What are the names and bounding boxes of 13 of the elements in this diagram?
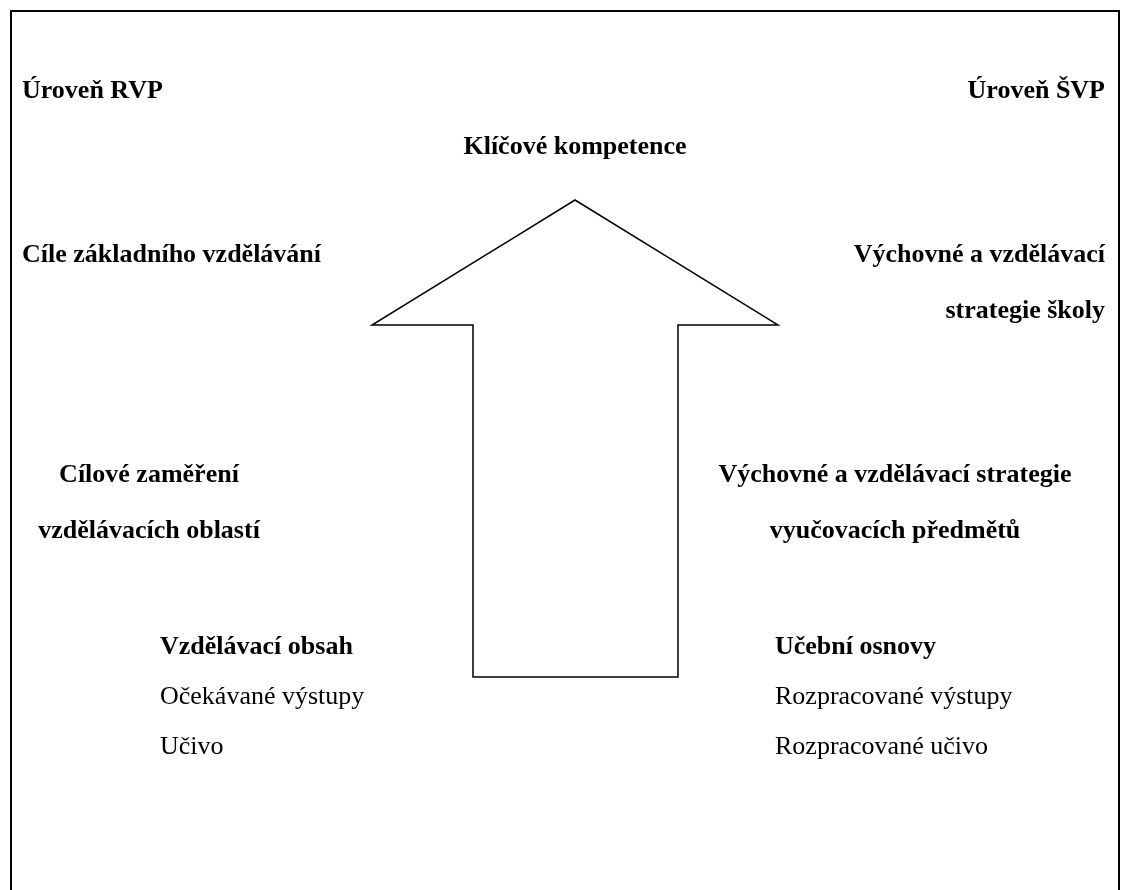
goal-label: Cíle základního vzdělávání	[22, 238, 323, 270]
strategy-label: Výchovné a vzdělávací strategie školy	[852, 238, 1105, 326]
top-heading: Klíčové kompetence	[462, 130, 688, 162]
content-item: Učivo	[160, 730, 225, 762]
content-item: Rozpracované učivo	[775, 730, 989, 762]
content-heading: Učební osnovy	[775, 630, 938, 662]
content-item: Rozpracované výstupy	[775, 680, 1014, 712]
level-heading: Úroveň RVP	[22, 74, 164, 106]
strategy-label: Výchovné a vzdělávací strategie vyučovacích předmětů	[717, 458, 1073, 546]
goal-label: Cílové zaměření vzdělávacích oblastí	[37, 458, 262, 546]
content-heading: Vzdělávací obsah	[160, 630, 354, 662]
level-heading: Úroveň ŠVP	[966, 74, 1105, 106]
content-item: Očekávané výstupy	[160, 680, 366, 712]
